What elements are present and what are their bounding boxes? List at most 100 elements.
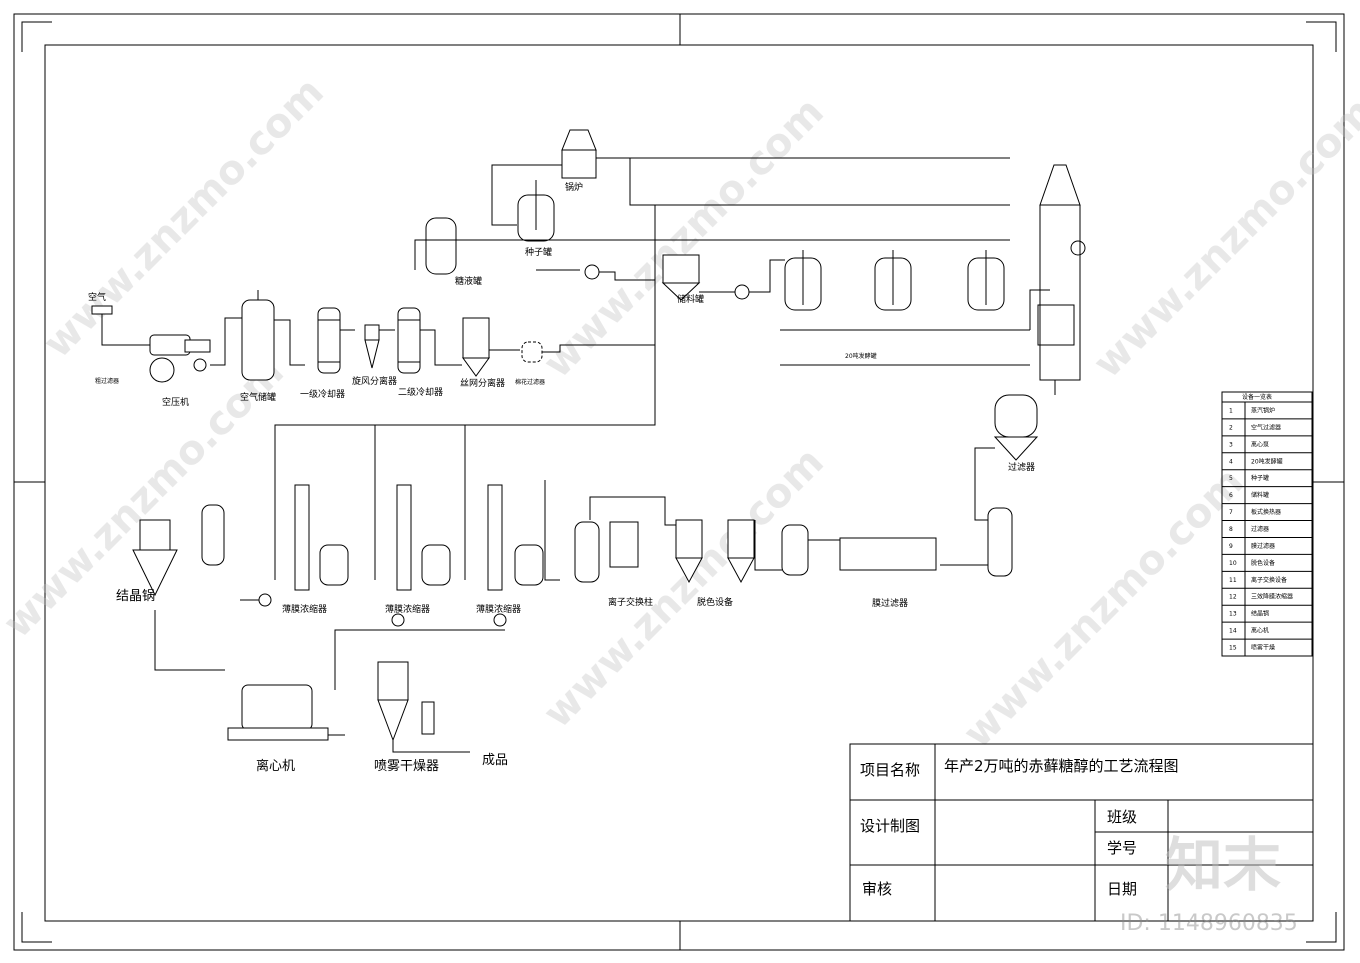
equipment-row-no: 13 bbox=[1229, 611, 1237, 618]
equipment-row-no: 6 bbox=[1229, 492, 1233, 499]
tank-icon bbox=[574, 521, 600, 583]
equipment-row-no: 9 bbox=[1229, 543, 1233, 550]
fermenter-section: 20吨发酵罐 bbox=[274, 164, 1086, 580]
watermark-text: www.znzmo.com bbox=[35, 69, 333, 367]
label-membrane-filter: 膜过滤器 bbox=[872, 597, 908, 609]
fermenter-3-icon bbox=[967, 250, 1005, 311]
label-sugar-tank: 糖液罐 bbox=[455, 275, 482, 287]
equipment-row-name: 过滤器 bbox=[1251, 525, 1269, 533]
fermenter-1-icon bbox=[784, 250, 822, 311]
equipment-row-name: 结晶锅 bbox=[1251, 610, 1269, 618]
label-air-tank: 空气储罐 bbox=[240, 391, 276, 403]
equipment-row-name: 板式换热器 bbox=[1251, 508, 1281, 516]
equipment-row-name: 空气过滤器 bbox=[1251, 423, 1281, 431]
decolor-icon bbox=[675, 519, 755, 584]
label-cooler2: 二级冷却器 bbox=[398, 386, 443, 398]
label-crystallizer: 结晶锅 bbox=[116, 588, 155, 604]
label-fermenter: 20吨发酵罐 bbox=[845, 352, 877, 360]
equipment-row-name: 脱色设备 bbox=[1251, 559, 1275, 567]
equipment-row-name: 离子交换设备 bbox=[1251, 576, 1287, 584]
id-watermark: ID: 1148960835 bbox=[1120, 911, 1298, 936]
label-air-in: 空气 bbox=[88, 291, 106, 303]
equipment-row-no: 10 bbox=[1229, 560, 1237, 567]
equipment-row-no: 3 bbox=[1229, 441, 1233, 448]
cyclone-icon bbox=[364, 324, 380, 369]
watermark-layer: www.znzmo.com www.znzmo.com www.znzmo.co… bbox=[0, 69, 1360, 757]
watermark-text: www.znzmo.com bbox=[535, 439, 833, 737]
label-spray-dryer: 喷雾干燥器 bbox=[374, 759, 439, 774]
evaporator-3-icon bbox=[487, 484, 503, 591]
label-evap1: 薄膜浓缩器 bbox=[282, 603, 327, 615]
equipment-row-name: 离心机 bbox=[1251, 627, 1269, 635]
tank-icon bbox=[781, 524, 809, 576]
fermenter-2-icon bbox=[874, 250, 912, 311]
buffer-tank-icon bbox=[987, 507, 1013, 577]
tank-icon bbox=[201, 504, 225, 566]
label-evap3: 薄膜浓缩器 bbox=[476, 603, 521, 615]
evaporator-section: 薄膜浓缩器 薄膜浓缩器 薄膜浓缩器 bbox=[240, 425, 560, 627]
air-tank-icon bbox=[241, 290, 275, 381]
equipment-row-name: 喷雾干燥 bbox=[1251, 644, 1275, 652]
equipment-row-name: 三效降膜浓缩器 bbox=[1251, 593, 1293, 601]
label-boiler: 锅炉 bbox=[565, 181, 583, 193]
equipment-row-no: 14 bbox=[1229, 628, 1237, 635]
pump-icon bbox=[258, 593, 272, 607]
label-evap2: 薄膜浓缩器 bbox=[385, 603, 430, 615]
spray-dryer-icon bbox=[377, 661, 435, 742]
evaporator-2-icon bbox=[396, 484, 412, 591]
equipment-row-name: 种子罐 bbox=[1251, 474, 1269, 482]
equipment-row-no: 5 bbox=[1229, 475, 1233, 482]
finishing-section: 结晶锅 离心机 喷雾干燥器 成品 bbox=[116, 504, 508, 774]
cooler1-icon bbox=[317, 307, 341, 374]
membrane-filter-icon bbox=[839, 537, 937, 571]
cooler2-icon bbox=[397, 307, 421, 374]
label-coarse-filter: 粗过滤器 bbox=[95, 377, 119, 385]
label-air-compressor: 空压机 bbox=[162, 396, 189, 408]
label-filter: 过滤器 bbox=[1008, 461, 1035, 473]
equipment-row-no: 1 bbox=[1229, 407, 1233, 414]
pump-icon bbox=[493, 613, 507, 627]
equipment-row-name: 蒸汽锅炉 bbox=[1251, 406, 1275, 414]
review-label: 审核 bbox=[862, 880, 892, 898]
student-no-label: 学号 bbox=[1107, 839, 1137, 857]
brand-watermark: 知末 bbox=[1165, 831, 1281, 899]
pump-icon bbox=[734, 284, 750, 300]
project-name: 年产2万吨的赤藓糖醇的工艺流程图 bbox=[944, 757, 1179, 775]
equipment-row-no: 7 bbox=[1229, 509, 1233, 516]
equipment-row-name: 离心泵 bbox=[1251, 440, 1269, 448]
equipment-row-no: 12 bbox=[1229, 594, 1237, 601]
purification-section: 过滤器 膜过滤器 脱色设备 离子交换柱 bbox=[574, 394, 1039, 609]
sugar-tank-icon bbox=[425, 217, 457, 275]
pump-icon bbox=[391, 613, 405, 627]
air-line: 空气 粗过滤器 空压机 空气储罐 一级冷却器 旋风分离器 bbox=[88, 290, 655, 408]
cotton-filter-icon bbox=[521, 341, 543, 363]
title-block: 项目名称 年产2万吨的赤藓糖醇的工艺流程图 设计制图 班级 学号 审核 日期 bbox=[849, 743, 1314, 922]
pump-icon bbox=[584, 264, 600, 280]
equipment-row-no: 2 bbox=[1229, 424, 1233, 431]
boiler-icon bbox=[561, 129, 597, 179]
label-cooler1: 一级冷却器 bbox=[300, 388, 345, 400]
pump-icon bbox=[1070, 240, 1086, 256]
label-seed-tank: 种子罐 bbox=[525, 246, 552, 258]
funnel-icon bbox=[1039, 164, 1081, 206]
label-cotton-filter: 棉花过滤器 bbox=[515, 378, 545, 386]
watermark-text: www.znzmo.com bbox=[1085, 89, 1360, 387]
equipment-row-no: 8 bbox=[1229, 526, 1233, 533]
equipment-row-name: 膜过滤器 bbox=[1251, 542, 1275, 550]
equipment-table-header: 设备一览表 bbox=[1242, 393, 1272, 401]
label-ion-exchange: 离子交换柱 bbox=[608, 596, 653, 608]
equipment-row-name: 储料罐 bbox=[1251, 491, 1269, 499]
storage-tank-icon bbox=[661, 254, 701, 301]
equipment-row-no: 11 bbox=[1229, 577, 1237, 584]
air-compressor-icon bbox=[149, 334, 211, 383]
centrifuge-icon bbox=[227, 684, 329, 741]
label-centrifuge: 离心机 bbox=[256, 758, 295, 774]
heat-exchanger-icon bbox=[1037, 304, 1075, 346]
label-decolor: 脱色设备 bbox=[697, 596, 733, 608]
equipment-row-no: 15 bbox=[1229, 645, 1237, 652]
date-label: 日期 bbox=[1107, 880, 1137, 898]
label-wire-separator: 丝网分离器 bbox=[460, 377, 505, 389]
equipment-row-name: 20吨发酵罐 bbox=[1251, 457, 1283, 465]
